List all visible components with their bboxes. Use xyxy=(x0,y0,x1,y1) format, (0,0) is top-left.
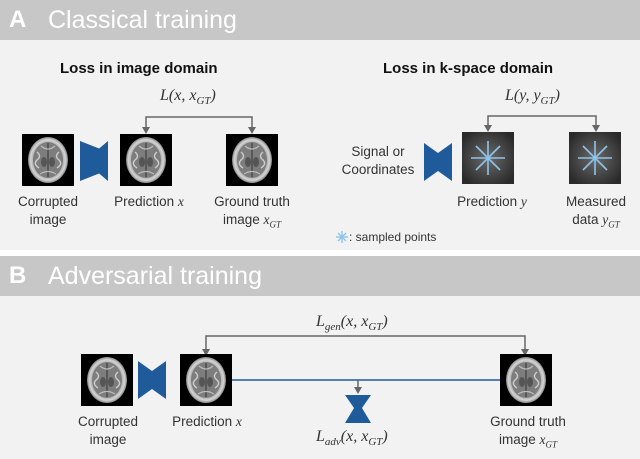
gen-loss-arrowhead-right xyxy=(521,349,529,356)
prediction-kspace-thumbnail xyxy=(461,131,515,185)
image-loss-arrowhead-left xyxy=(142,127,150,134)
prediction-kspace-label: Prediction y xyxy=(457,194,527,209)
kspace-loss-bracket xyxy=(487,115,597,128)
kspace-loss-formula: L(y, yGT) xyxy=(505,87,560,108)
gen-loss-formula: Lgen(x, xGT) xyxy=(316,313,388,334)
prediction-b-thumbnail xyxy=(179,353,233,407)
image-loss-arrowhead-right xyxy=(248,127,256,134)
panel-a-title: Classical training xyxy=(48,6,237,34)
panel-classical-training: A Classical training xyxy=(0,0,640,250)
prediction-b-label: Prediction x xyxy=(172,414,242,429)
corrupted-image-a-label: Corrupted image xyxy=(17,194,79,227)
measured-kspace-thumbnail xyxy=(568,131,622,185)
ground-truth-b-label: Ground truth image xGT xyxy=(490,414,566,450)
adv-loss-formula: Ladv(x, xGT) xyxy=(316,428,388,449)
image-loss-formula: L(x, xGT) xyxy=(160,87,216,108)
measured-kspace-label: Measured data yGT xyxy=(565,194,627,230)
network-icon-b-generator xyxy=(138,361,166,399)
panel-a-letter: A xyxy=(9,6,27,33)
sampled-points-star-icon xyxy=(336,231,348,243)
discriminator-network-icon xyxy=(345,395,371,423)
kspace-domain-title: Loss in k-space domain xyxy=(383,60,554,77)
corrupted-image-a-thumbnail xyxy=(21,133,75,187)
image-loss-bracket xyxy=(145,116,253,130)
prediction-a-thumbnail xyxy=(119,133,173,187)
kspace-loss-arrowhead-right xyxy=(592,125,600,132)
ground-truth-b-thumbnail xyxy=(499,353,553,407)
kspace-input-label: Signal or Coordinates xyxy=(341,144,415,177)
sampled-points-legend: : sampled points xyxy=(349,230,437,244)
corrupted-image-b-thumbnail xyxy=(80,353,134,407)
corrupted-image-b-label: Corrupted image xyxy=(77,414,139,447)
gen-loss-arrowhead-left xyxy=(202,349,210,356)
panel-b-title: Adversarial training xyxy=(48,262,262,290)
ground-truth-a-label: Ground truth image xGT xyxy=(214,194,290,230)
panel-b-letter: B xyxy=(9,262,27,289)
prediction-a-label: Prediction x xyxy=(114,194,184,209)
gen-loss-bracket xyxy=(205,335,526,352)
kspace-loss-arrowhead-left xyxy=(484,125,492,132)
ground-truth-a-thumbnail xyxy=(225,133,279,187)
image-domain-title: Loss in image domain xyxy=(60,60,218,77)
network-icon-a-kspace xyxy=(424,143,452,181)
panel-b-header: B Adversarial training xyxy=(0,256,640,296)
panel-a-header: A Classical training xyxy=(0,0,640,40)
